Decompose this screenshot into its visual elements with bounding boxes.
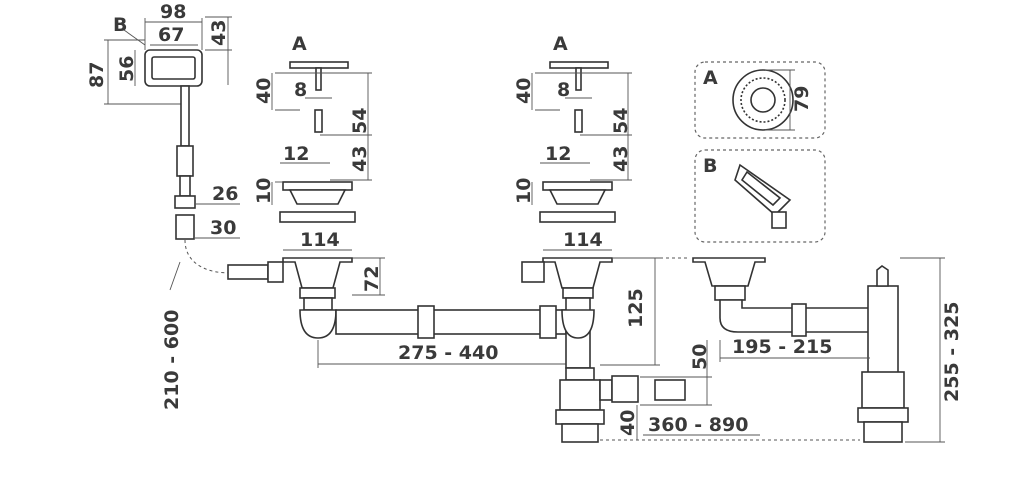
detail-b: [694, 149, 826, 243]
overflow-label: B: [113, 14, 127, 36]
dim-left-diameter: 114: [300, 229, 340, 251]
detail-a: [694, 61, 826, 139]
dim-right-d4: 12: [545, 143, 571, 165]
strainer-left: [227, 61, 385, 339]
dim-right-d3: 54: [610, 108, 632, 134]
dim-left-d5: 43: [349, 146, 371, 172]
dim-right-d5: 43: [610, 146, 632, 172]
overflow-part-b: [104, 16, 240, 291]
dim-overflow-width-outer: 98: [160, 1, 186, 23]
single-trap-assembly: [692, 257, 945, 443]
dim-hose-fitting-1: 26: [212, 183, 238, 205]
strainer-right: [521, 61, 860, 443]
dim-hose-length: 210 - 600: [161, 310, 183, 410]
dim-left-d3: 54: [349, 108, 371, 134]
dim-left-d2: 8: [294, 79, 307, 101]
dim-outlet-height: 50: [689, 344, 711, 370]
dim-single-trap-height: 255 - 325: [941, 302, 963, 402]
strainer-left-label: A: [292, 33, 307, 55]
dim-connector-length: 275 - 440: [398, 342, 498, 364]
dim-overflow-height-outer: 87: [86, 62, 108, 88]
detail-b-label: B: [703, 155, 717, 177]
strainer-right-label: A: [553, 33, 568, 55]
dim-left-d1: 40: [253, 78, 275, 104]
dim-right-height: 125: [625, 288, 647, 328]
dim-left-height: 72: [361, 266, 383, 292]
dim-left-d6: 10: [253, 178, 275, 204]
detail-a-label: A: [703, 67, 718, 89]
dim-overflow-height-inner: 56: [116, 56, 138, 82]
dim-outlet-offset: 40: [617, 410, 639, 436]
dim-right-d6: 10: [513, 178, 535, 204]
dim-overflow-width-inner: 67: [158, 24, 184, 46]
dim-right-d2: 8: [557, 79, 570, 101]
dim-single-trap-width: 195 - 215: [732, 336, 832, 358]
dim-outlet-length: 360 - 890: [648, 414, 748, 436]
dim-hose-fitting-2: 30: [210, 217, 236, 239]
dim-right-d1: 40: [513, 78, 535, 104]
dim-overflow-depth: 43: [208, 20, 230, 46]
connector-pipe: [317, 305, 568, 368]
dim-right-diameter: 114: [563, 229, 603, 251]
dim-detail-a-diameter: 79: [791, 86, 813, 112]
dim-left-d4: 12: [283, 143, 309, 165]
